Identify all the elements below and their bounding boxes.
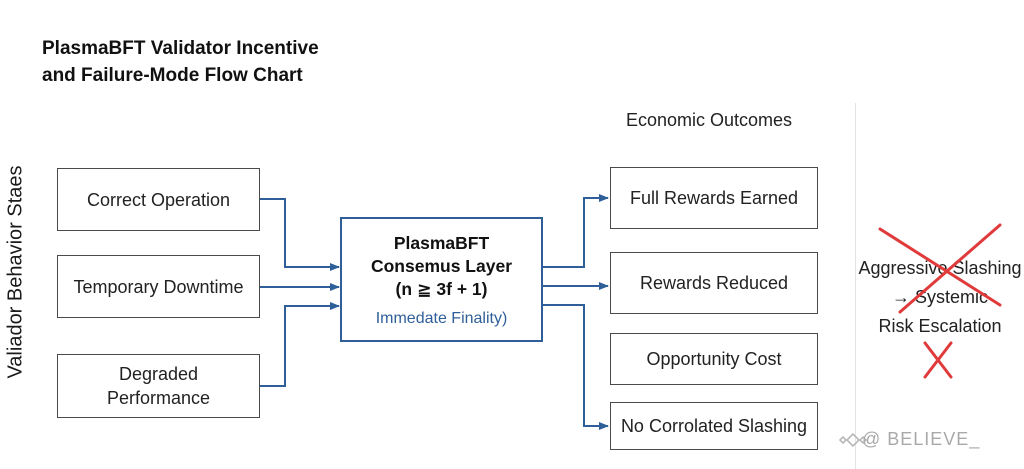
state-box-temporary-downtime: Temporary Downtime: [57, 255, 260, 318]
center-line2: Consemus Layer: [370, 255, 513, 276]
section-divider: [855, 103, 856, 469]
watermark-text: @ BELIEVE_: [862, 429, 981, 449]
center-line3: (n ≧ 3f + 1): [395, 278, 488, 299]
connector-correct-to-center: [260, 198, 340, 271]
outcome-label: Opportunity Cost: [646, 349, 782, 369]
chart-title: PlasmaBFT Validator Incentive and Failur…: [42, 35, 319, 89]
warning-line2: → Systemic: [891, 287, 988, 307]
outcomes-title: Economic Outcomes: [626, 110, 793, 130]
connector-center-to-no-slashing: [543, 304, 609, 430]
state-box-degraded-performance: Degraded Performance: [57, 354, 260, 418]
chart-title-line2: and Failure-Mode Flow Chart: [42, 65, 303, 86]
connector-center-to-full-rewards: [543, 194, 609, 268]
warning-line3: Risk Escalation: [878, 316, 1002, 336]
red-x-icon: [923, 341, 953, 379]
outcome-box-no-correlated-slashing: No Corrolated Slashing: [610, 402, 818, 450]
outcome-box-full-rewards: Full Rewards Earned: [610, 167, 818, 229]
state-box-correct-operation: Correct Operation: [57, 168, 260, 231]
state-label: Correct Operation: [86, 189, 231, 210]
state-label: Temporary Downtime: [73, 276, 244, 297]
state-label: Degraded Performance: [106, 364, 211, 408]
outcome-label: Full Rewards Earned: [629, 188, 799, 208]
outcome-label: No Corrolated Slashing: [620, 416, 808, 436]
connector-degraded-to-center: [260, 302, 340, 387]
consensus-layer-box: PlasmaBFT Consemus Layer (n ≧ 3f + 1) Im…: [340, 217, 543, 342]
chart-title-line1: PlasmaBFT Validator Incentive: [42, 38, 319, 59]
watermark-logo-icon: [838, 432, 868, 448]
outcome-label: Rewards Reduced: [639, 273, 789, 293]
outcome-box-opportunity-cost: Opportunity Cost: [610, 333, 818, 385]
center-line1: PlasmaBFT: [393, 232, 490, 253]
center-subtitle: Immedate Finality): [375, 309, 508, 327]
outcome-box-rewards-reduced: Rewards Reduced: [610, 252, 818, 314]
red-cross-icon: [878, 223, 1002, 314]
